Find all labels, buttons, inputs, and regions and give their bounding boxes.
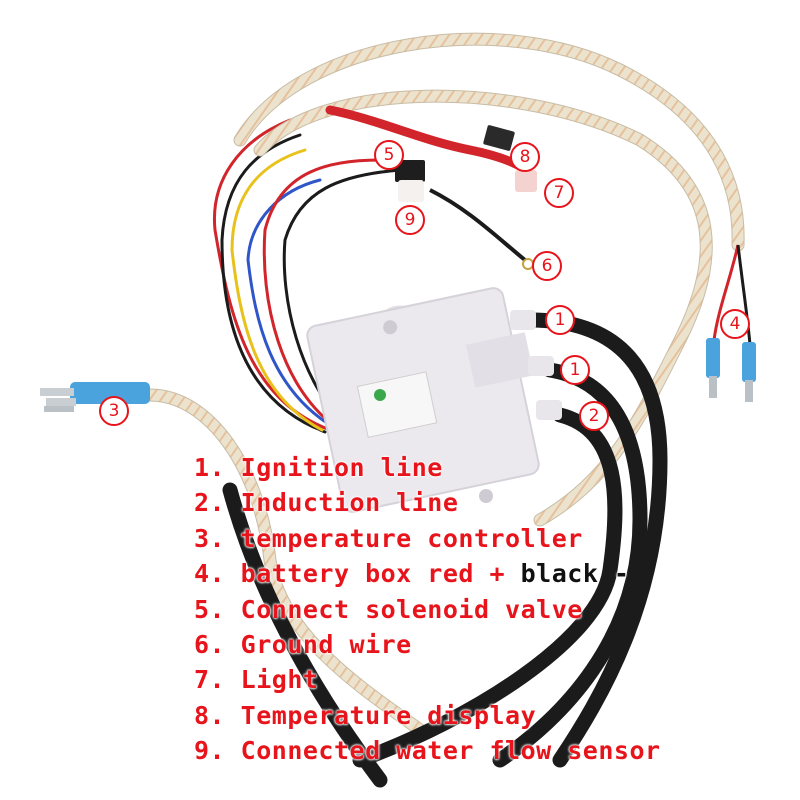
legend-number: 9.	[194, 736, 226, 766]
legend-item-solenoid-valve: 5. Connect solenoid valve	[194, 592, 661, 627]
legend-label: Ground wire	[240, 629, 412, 659]
legend-label: Connect solenoid valve	[240, 594, 583, 624]
legend-number: 4.	[194, 559, 226, 589]
legend-item-battery-box: 4. battery box red + black -	[194, 556, 661, 591]
legend-number: 6.	[194, 629, 226, 659]
legend-label: battery box red +	[240, 559, 506, 589]
legend-label-black: black -	[520, 559, 630, 589]
callout-light: 7	[544, 178, 574, 208]
ignition-cables	[222, 312, 668, 788]
legend-label: temperature controller	[240, 523, 583, 553]
upper-connectors	[325, 105, 537, 270]
legend-item-light: 7. Light	[194, 662, 661, 697]
callout-water-flow-sensor: 9	[395, 205, 425, 235]
callout-ground-wire: 6	[532, 251, 562, 281]
callout-ignition-line-lower: 1	[560, 355, 590, 385]
legend-item-ground-wire: 6. Ground wire	[194, 627, 661, 662]
legend-label: Ignition line	[240, 453, 443, 482]
legend-number: 7.	[194, 665, 226, 695]
ignition-module	[306, 287, 562, 513]
callout-temperature-display: 8	[510, 142, 540, 172]
callout-temperature-controller: 3	[99, 396, 129, 426]
temperature-controller-terminals	[40, 382, 150, 412]
legend-number: 8.	[194, 700, 226, 730]
thin-wire-bundle	[206, 118, 402, 434]
legend-label: Induction line	[240, 488, 459, 518]
legend-item-induction-line: 2. Induction line	[194, 485, 661, 520]
battery-leads	[706, 244, 756, 402]
legend-label: Light	[240, 665, 319, 695]
callout-ignition-line-upper: 1	[545, 305, 575, 335]
legend-item-temperature-display: 8. Temperature display	[194, 698, 661, 733]
legend-item-temperature-controller: 3. temperature controller	[194, 521, 661, 556]
legend-label: Connected water flow sensor	[240, 736, 661, 766]
wiring-legend: 1. Ignition line 2. Induction line 3. te…	[194, 450, 661, 769]
legend-number: 2.	[194, 488, 226, 518]
callout-solenoid-valve: 5	[374, 140, 404, 170]
callout-battery-box: 4	[720, 309, 750, 339]
legend-number: 5.	[194, 594, 226, 624]
legend-number: 3.	[194, 523, 226, 553]
legend-label: Temperature display	[240, 700, 537, 730]
legend-number: 1.	[194, 453, 226, 482]
legend-item-ignition-line: 1. Ignition line	[194, 450, 661, 485]
legend-item-water-flow-sensor: 9. Connected water flow sensor	[194, 733, 661, 768]
callout-induction-line: 2	[579, 401, 609, 431]
